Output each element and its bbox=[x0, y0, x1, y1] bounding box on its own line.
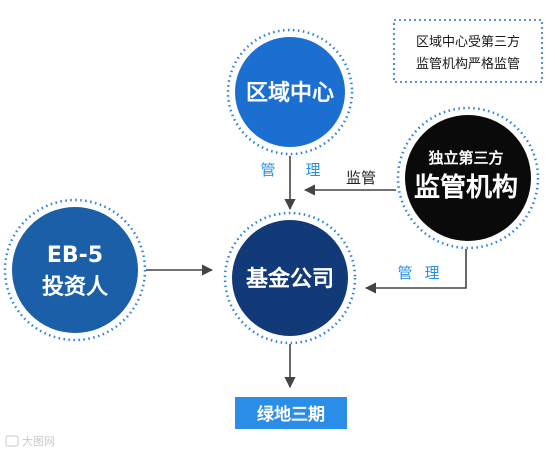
investor-circle bbox=[12, 207, 138, 333]
note-box: 区域中心受第三方 监管机构严格监管 bbox=[393, 19, 543, 83]
investor-label-line-1: EB-5 bbox=[47, 243, 103, 268]
node-fund-company: 基金公司 bbox=[223, 211, 357, 345]
watermark-text: 大图网 bbox=[22, 434, 55, 448]
regulator-circle bbox=[405, 115, 531, 241]
edge-regional-to-fund: 管 理 bbox=[260, 156, 321, 211]
edge-regulator-to-fund: 管 理 bbox=[364, 249, 467, 294]
watermark: 大图网 bbox=[5, 434, 55, 448]
watermark-icon bbox=[5, 435, 19, 447]
node-investor: EB-5 投资人 bbox=[3, 198, 147, 342]
node-regional-center: 区域中心 bbox=[226, 28, 354, 156]
project-box bbox=[235, 397, 347, 429]
note-line-1: 区域中心受第三方 bbox=[416, 34, 520, 50]
regional-center-circle bbox=[235, 37, 345, 147]
note-border bbox=[393, 19, 543, 83]
fund-company-circle bbox=[232, 220, 348, 336]
regional-center-label: 区域中心 bbox=[246, 80, 334, 106]
edge-label-manage-right-1: 管 bbox=[397, 264, 412, 282]
fund-company-label: 基金公司 bbox=[246, 266, 334, 292]
arrow-regulator-to-fund bbox=[364, 249, 467, 294]
regulator-label-line-1: 独立第三方 bbox=[428, 149, 503, 167]
regulator-label-line-2: 监管机构 bbox=[414, 173, 518, 203]
node-regulator: 独立第三方 监管机构 bbox=[396, 106, 540, 250]
edge-regulator-supervise: 监管 bbox=[303, 169, 396, 196]
project-label: 绿地三期 bbox=[257, 404, 325, 425]
node-project: 绿地三期 bbox=[235, 397, 347, 429]
edge-label-supervise: 监管 bbox=[346, 169, 376, 187]
edge-label-manage-left-1: 管 bbox=[260, 161, 275, 179]
note-line-2: 监管机构严格监管 bbox=[416, 56, 520, 72]
investor-label-line-2: 投资人 bbox=[42, 275, 108, 300]
edge-label-manage-right-2: 理 bbox=[424, 264, 439, 282]
edge-label-manage-left-2: 理 bbox=[305, 161, 320, 179]
